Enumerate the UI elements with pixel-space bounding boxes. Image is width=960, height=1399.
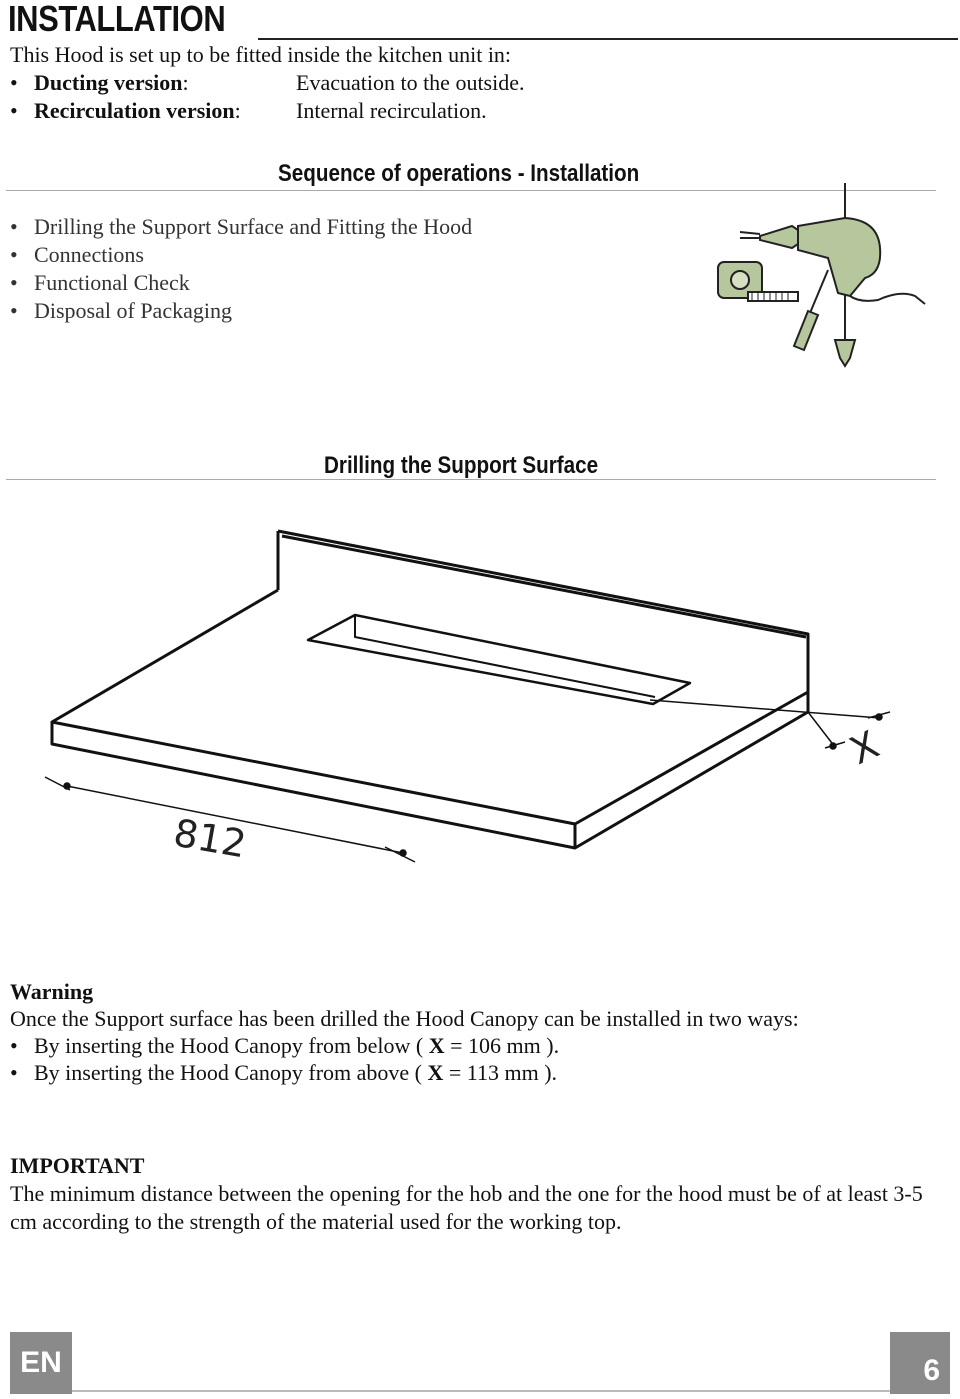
worktop-diagram: 812 X (44, 529, 891, 867)
dimension-812-label: 812 (170, 811, 249, 867)
warning-heading: Warning (10, 979, 94, 1004)
sequence-step: Functional Check (10, 269, 190, 297)
plumb-bob-icon (833, 339, 857, 368)
intro-item-recirculation: Recirculation version: Internal recircul… (10, 97, 710, 125)
drill-icon (739, 183, 926, 348)
warning-option: By inserting the Hood Canopy from above … (10, 1059, 557, 1087)
page-number: 6 (890, 1332, 950, 1394)
intro-item-label: Ducting version (34, 70, 183, 95)
tools-illustration (717, 183, 926, 368)
sequence-step: Drilling the Support Surface and Fitting… (10, 213, 472, 241)
title-rule (258, 38, 958, 40)
sequence-step: Disposal of Packaging (10, 297, 232, 325)
warning-option: By inserting the Hood Canopy from below … (10, 1032, 559, 1060)
important-heading: IMPORTANT (10, 1153, 145, 1178)
dimension-x (649, 699, 891, 750)
warning-text: Once the Support surface has been drille… (10, 1006, 799, 1031)
tape-measure-icon (717, 261, 799, 302)
intro-item-value: Internal recirculation. (296, 98, 487, 123)
page-title: INSTALLATION (8, 0, 226, 39)
footer-rule (72, 1390, 890, 1392)
sequence-rule (6, 190, 936, 191)
sequence-heading: Sequence of operations - Installation (278, 160, 640, 187)
dimension-x-label: X (843, 722, 885, 773)
important-text: The minimum distance between the opening… (10, 1181, 923, 1234)
intro-item-ducting: Ducting version: Evacuation to the outsi… (10, 69, 710, 97)
worktop-outline (50, 529, 810, 850)
screwdriver-icon (792, 269, 829, 352)
intro-item-label: Recirculation version (34, 98, 235, 123)
intro-text: This Hood is set up to be fitted inside … (10, 42, 512, 67)
sequence-step: Connections (10, 241, 144, 269)
intro-item-value: Evacuation to the outside. (296, 70, 525, 95)
drilling-rule (6, 479, 936, 480)
language-badge: EN (10, 1332, 72, 1394)
dimension-812 (44, 776, 416, 863)
drilling-heading: Drilling the Support Surface (324, 452, 599, 479)
